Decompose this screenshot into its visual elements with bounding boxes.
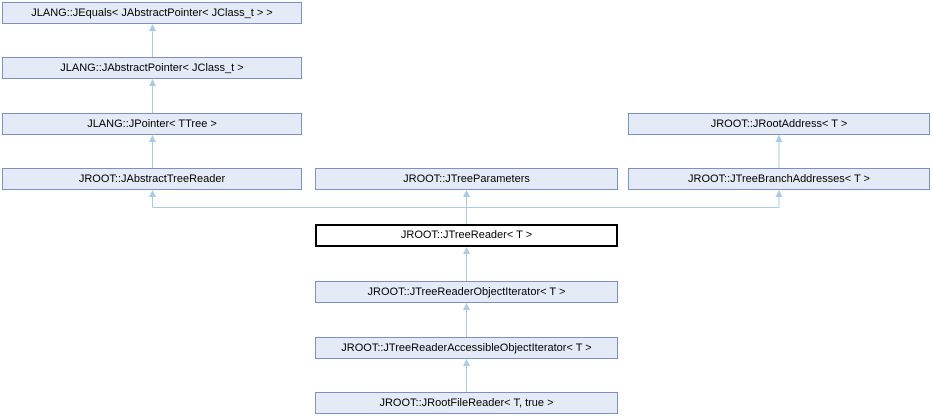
arrowhead-up-icon <box>775 135 783 142</box>
inheritance-edge-jtreebranchaddresses-to-jrootaddress <box>775 135 783 168</box>
class-node-jtreereaderaccessibleobjectiterator[interactable]: JROOT::JTreeReaderAccessibleObjectIterat… <box>315 337 618 359</box>
inheritance-edge-jpointer-to-jabstractpointer <box>149 79 156 113</box>
class-node-jrootaddress[interactable]: JROOT::JRootAddress< T > <box>628 113 930 135</box>
arrowhead-up-icon <box>149 135 156 142</box>
class-node-jabstractpointer[interactable]: JLANG::JAbstractPointer< JClass_t > <box>2 57 302 79</box>
inheritance-edge-jtreereaderobjectiterator-to-jtreereader <box>463 247 470 281</box>
inheritance-edge-jabstractpointer-to-jequals <box>149 24 156 57</box>
class-node-jtreeparameters[interactable]: JROOT::JTreeParameters <box>315 168 618 190</box>
inheritance-edge-jabstracttreereader-to-jpointer <box>149 135 156 168</box>
inheritance-edge-jrootfilereader-to-jtreereaderaccessibleobjectiterator <box>463 359 470 392</box>
class-node-jequals[interactable]: JLANG::JEquals< JAbstractPointer< JClass… <box>2 2 302 24</box>
arrowhead-up-icon <box>149 24 156 31</box>
inheritance-edge-jtreereader-to-parents <box>149 190 783 224</box>
arrowhead-up-icon <box>463 359 470 366</box>
class-node-jpointer[interactable]: JLANG::JPointer< TTree > <box>2 113 302 135</box>
class-node-jtreereader-current: JROOT::JTreeReader< T > <box>315 224 618 247</box>
class-node-jtreereaderobjectiterator[interactable]: JROOT::JTreeReaderObjectIterator< T > <box>315 281 618 303</box>
arrowhead-up-icon <box>463 303 470 310</box>
arrowhead-up-icon <box>775 190 783 197</box>
inheritance-edge-jtreereaderaccessibleobjectiterator-to-jtreereaderobjectiterator <box>463 303 470 337</box>
class-node-jtreebranchaddresses[interactable]: JROOT::JTreeBranchAddresses< T > <box>628 168 930 190</box>
class-node-jabstracttreereader[interactable]: JROOT::JAbstractTreeReader <box>2 168 302 190</box>
arrowhead-up-icon <box>149 190 156 197</box>
arrowhead-up-icon <box>149 79 156 86</box>
class-node-jrootfilereader[interactable]: JROOT::JRootFileReader< T, true > <box>315 392 618 414</box>
arrowhead-up-icon <box>463 247 470 254</box>
arrowhead-up-icon <box>463 190 470 197</box>
